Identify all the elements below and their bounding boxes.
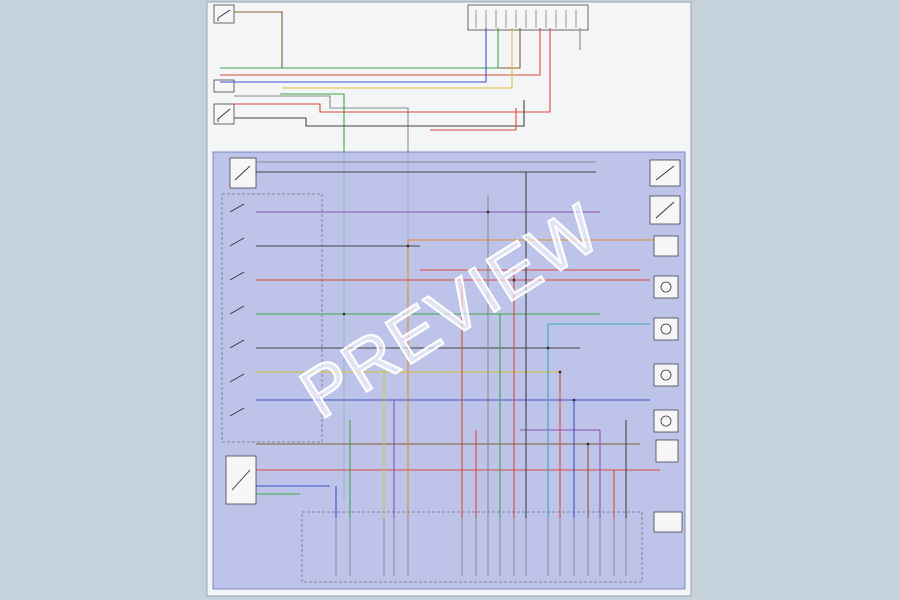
wire-red-mid (234, 28, 551, 113)
control-panel-region (212, 151, 686, 590)
junction-dots (342, 210, 590, 446)
top-connector (467, 4, 589, 31)
panel-harness (256, 161, 660, 495)
bottom-connector-outline (301, 511, 643, 583)
wire-red-top (220, 28, 541, 76)
switch-group-outline (221, 193, 323, 443)
switch-group-contacts (229, 203, 245, 417)
switch-top-left-contact (217, 9, 231, 21)
panel-vertical-wires (335, 172, 627, 518)
switch-left-small (213, 79, 235, 93)
wire-green-top (220, 28, 499, 69)
wire-red-short (430, 108, 517, 131)
switch-bottom-left-contact (231, 469, 251, 491)
top-connector-pins (475, 10, 577, 28)
wire-black-mid (234, 100, 525, 127)
bottom-right-box (653, 511, 683, 533)
right-components (649, 159, 681, 463)
bottom-connector-pins (335, 518, 627, 576)
wire-yellow-top (282, 28, 513, 89)
switch-cluster-top-contact (234, 165, 251, 181)
wire-blue-top (220, 28, 487, 83)
switch-mid-left-contact (217, 108, 231, 122)
